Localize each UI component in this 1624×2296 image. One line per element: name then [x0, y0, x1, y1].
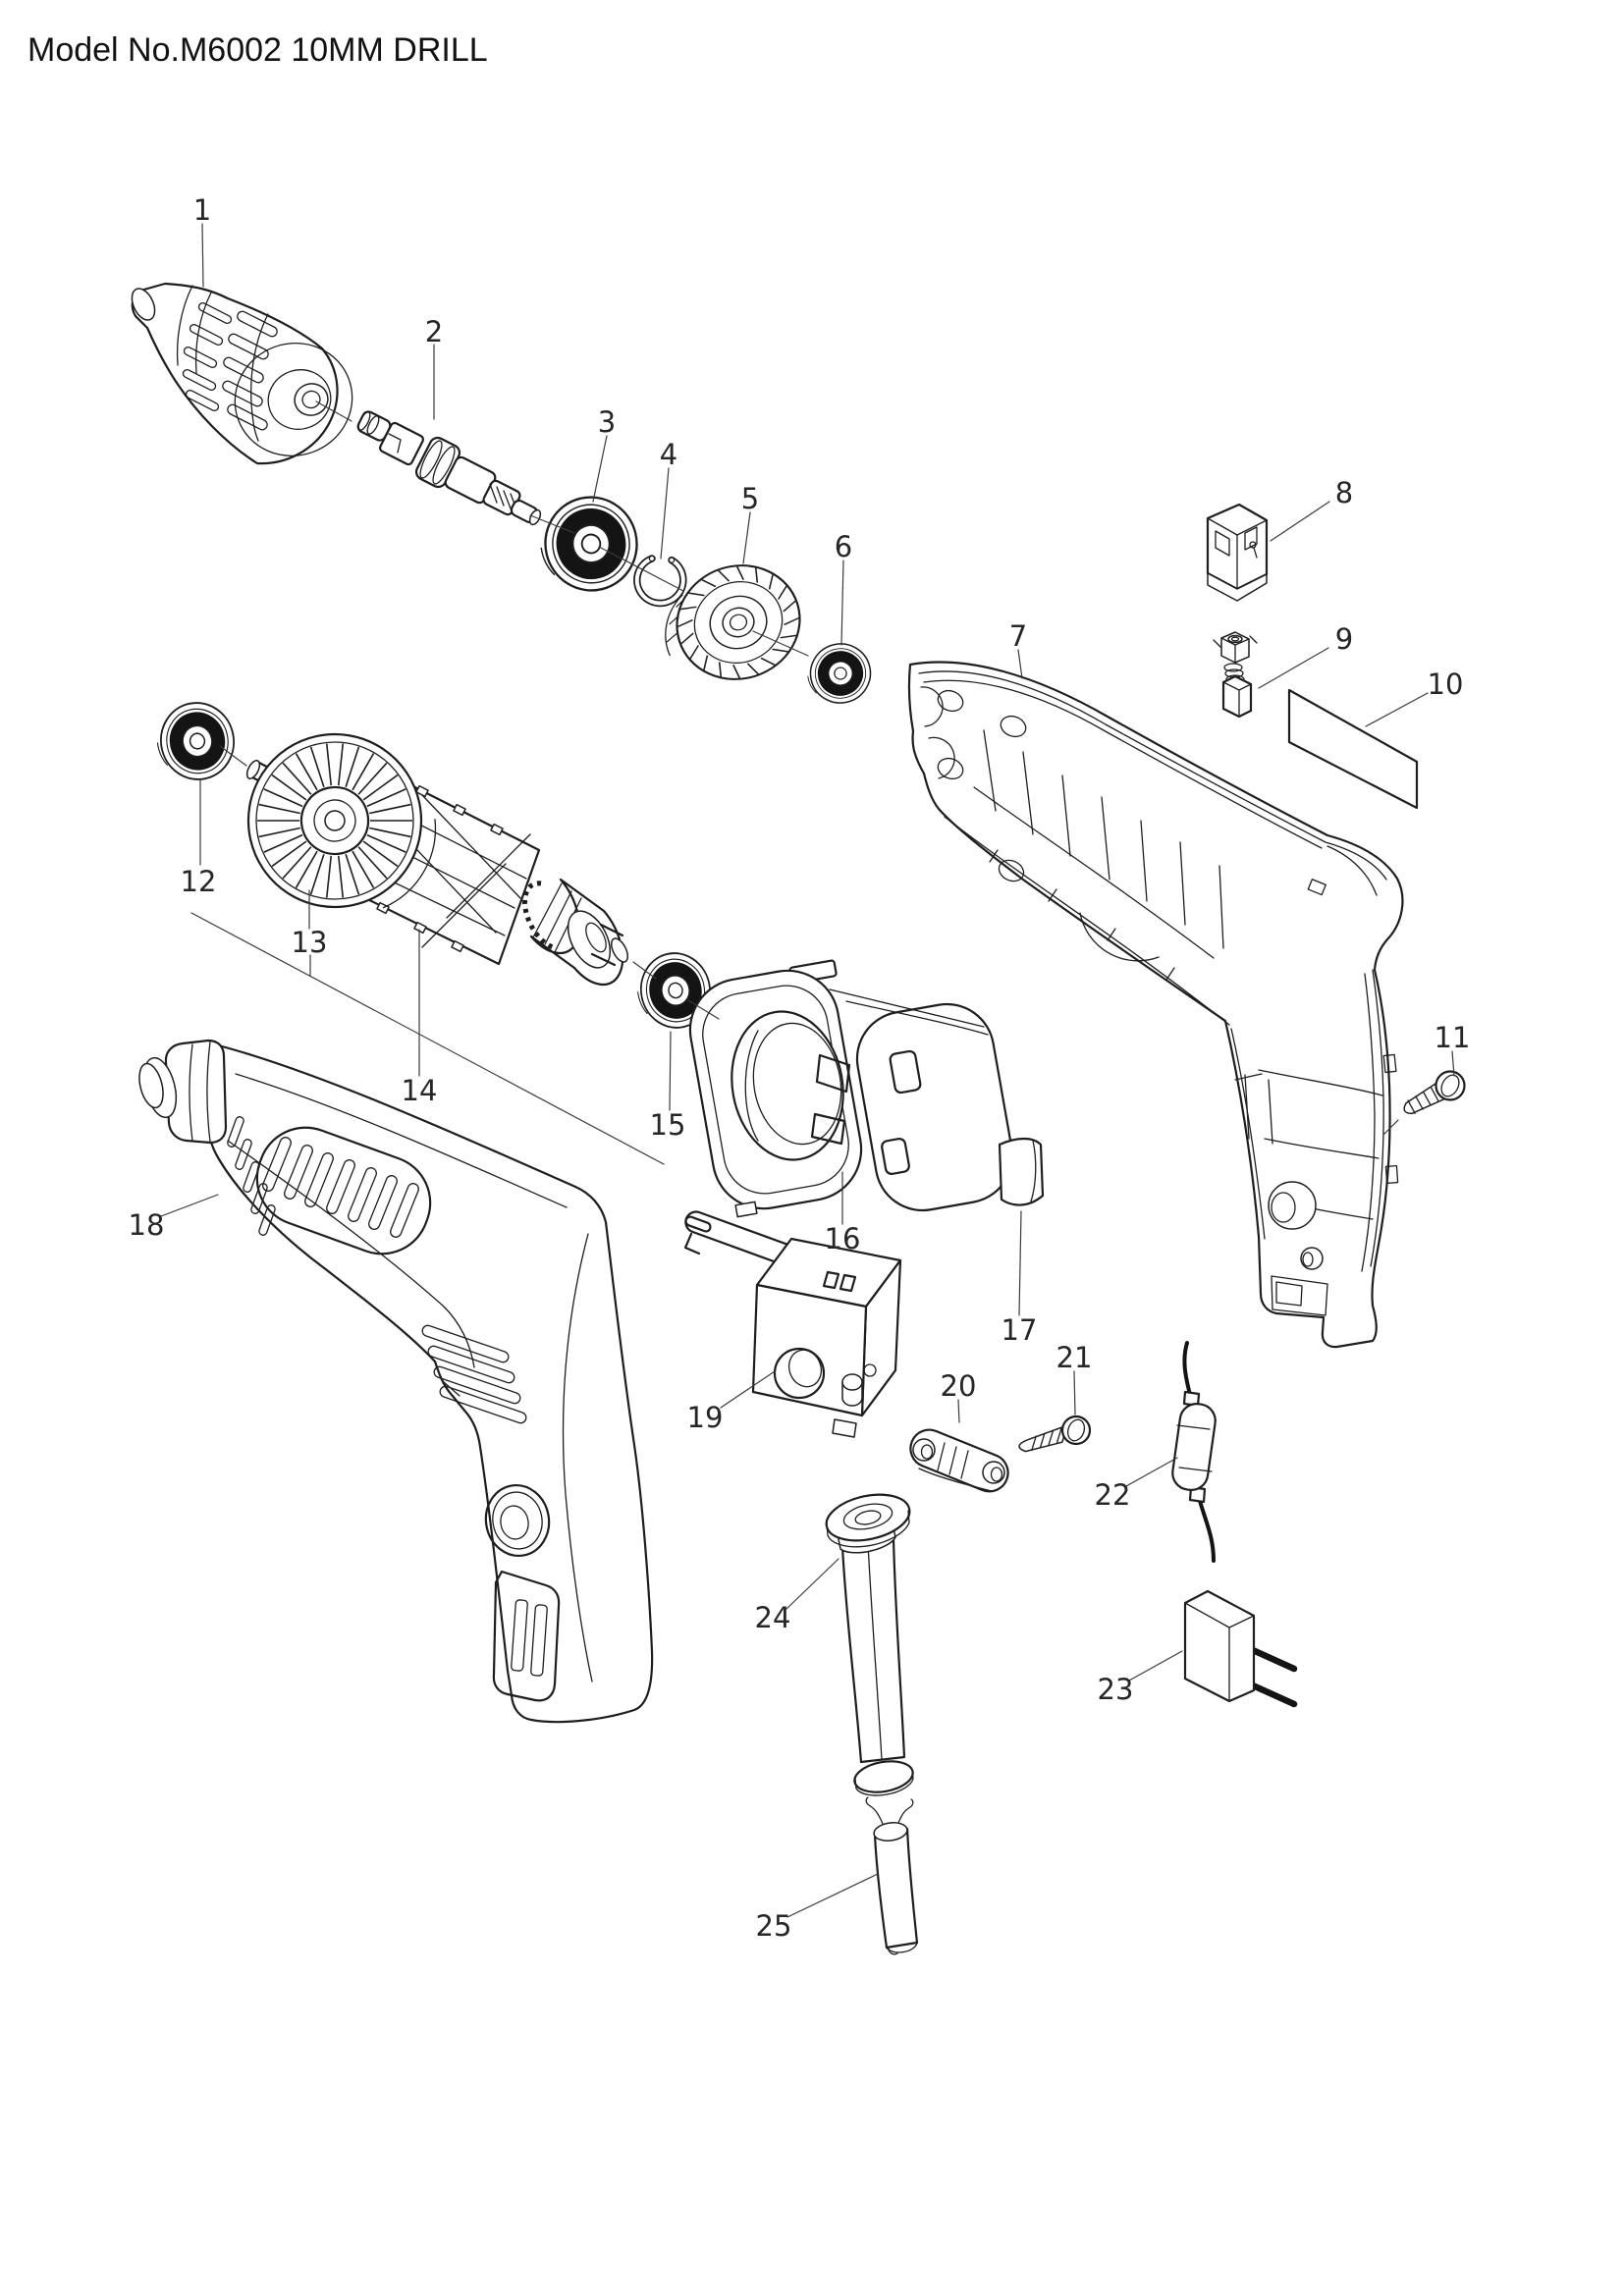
part-18-motor-housing: [138, 1039, 654, 1724]
part-label-19: 19: [687, 1401, 724, 1434]
part-label-1: 1: [193, 193, 211, 227]
part-8-connector-block: [1206, 503, 1269, 602]
part-label-13: 13: [292, 926, 328, 959]
part-label-14: 14: [402, 1074, 438, 1107]
part-label-24: 24: [755, 1601, 791, 1634]
part-label-11: 11: [1435, 1021, 1471, 1054]
part-label-25: 25: [756, 1909, 792, 1943]
part-22-inline-capacitor: [1171, 1341, 1217, 1563]
part-label-23: 23: [1098, 1673, 1134, 1706]
part-label-5: 5: [741, 482, 759, 515]
part-label-12: 12: [181, 865, 217, 898]
part-label-10: 10: [1428, 667, 1464, 701]
part-3-bearing: [531, 488, 646, 602]
part-13-fan: [246, 732, 437, 909]
leader-lines: [160, 223, 1455, 1918]
part-21-screw: [1018, 1415, 1092, 1453]
part-label-16: 16: [825, 1222, 861, 1255]
part-5-gear: [665, 564, 801, 680]
part-label-17: 17: [1001, 1313, 1038, 1347]
diagram-title: Model No.M6002 10MM DRILL: [27, 31, 488, 69]
part-label-2: 2: [425, 315, 443, 348]
part-label-18: 18: [129, 1208, 165, 1242]
part-2-spindle: [356, 410, 542, 526]
part-4-retaining-ring: [633, 555, 687, 608]
part-label-9: 9: [1335, 622, 1353, 656]
alignment-lines: [190, 400, 1399, 1165]
part-label-15: 15: [650, 1108, 686, 1142]
part-20-cord-clamp: [909, 1428, 1009, 1493]
part-1-chuck: [131, 282, 353, 465]
part-24-cord-guard: [825, 1493, 914, 1796]
part-6-bearing: [802, 638, 877, 711]
part-25-cord: [865, 1796, 919, 1955]
part-label-3: 3: [598, 405, 616, 439]
part-label-22: 22: [1095, 1478, 1131, 1512]
part-9-carbon-brush: [1213, 631, 1258, 719]
part-17-brush-holder-cap: [998, 1137, 1045, 1206]
part-label-4: 4: [660, 438, 677, 471]
part-label-8: 8: [1335, 476, 1353, 509]
part-23-capacitor: [1183, 1589, 1298, 1708]
part-label-21: 21: [1056, 1341, 1093, 1374]
part-labels: 1 2 3 4 5 6 7 8 9 10 11 12 13 14 15 16 1…: [129, 193, 1471, 1943]
part-16-field: [688, 959, 1014, 1218]
part-19-switch: [683, 1210, 902, 1438]
part-7-housing-right: [907, 661, 1404, 1349]
part-12-bearing: [151, 696, 242, 786]
part-label-7: 7: [1009, 619, 1027, 653]
part-label-20: 20: [941, 1369, 977, 1403]
part-11-screw: [1403, 1070, 1466, 1115]
part-label-6: 6: [835, 530, 852, 563]
part-10-nameplate: [1287, 688, 1419, 810]
part-14-armature: [245, 732, 629, 987]
